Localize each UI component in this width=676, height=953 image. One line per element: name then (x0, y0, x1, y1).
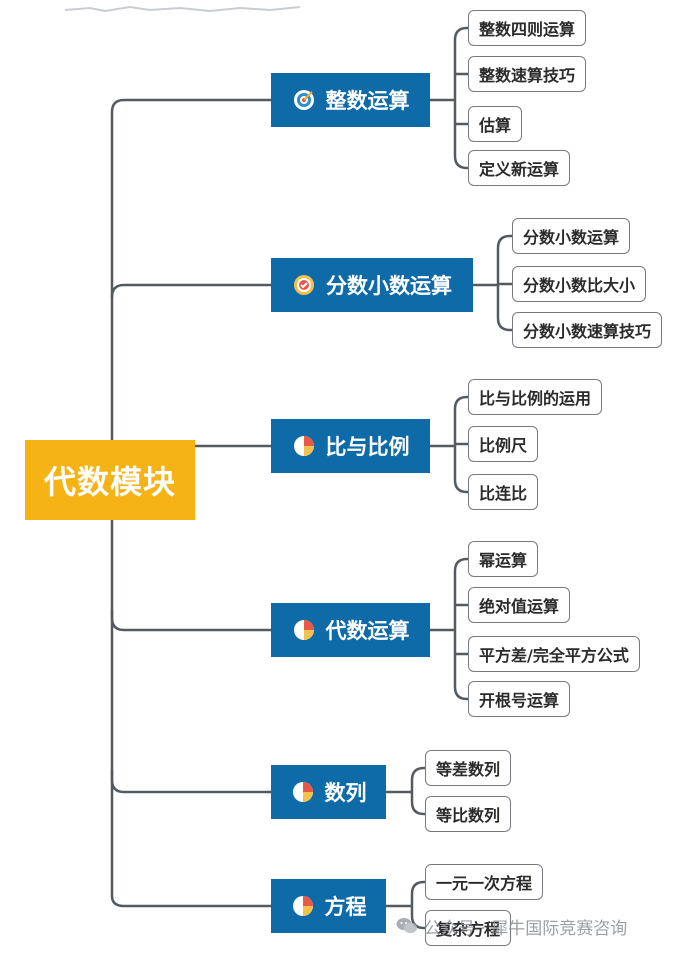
branch-fraction-decimal: 分数小数运算 (271, 258, 473, 312)
branch-label: 方程 (324, 895, 367, 919)
leaf-node: 比与比例的运用 (468, 379, 603, 415)
connector-branch4-children (428, 557, 470, 701)
leaf-node: 比例尺 (468, 426, 539, 462)
leaf-label: 整数四则运算 (479, 20, 576, 39)
leaf-label: 一元一次方程 (436, 874, 533, 893)
branch-ratio-proportion: 比与比例 (271, 419, 430, 473)
branch-label: 代数运算 (325, 619, 410, 643)
connector-root-branch-2 (110, 283, 274, 299)
leaf-node: 定义新运算 (468, 150, 571, 186)
branch-label: 数列 (324, 781, 367, 805)
leaf-label: 整数速算技巧 (479, 66, 576, 85)
pie-chart-icon (292, 434, 316, 458)
leaf-node: 一元一次方程 (425, 864, 544, 900)
leaf-label: 分数小数运算 (523, 228, 620, 247)
pie-chart-icon (292, 618, 316, 642)
branch-equations: 方程 (271, 879, 386, 933)
leaf-node: 比连比 (468, 474, 539, 510)
leaf-node: 复杂方程 (425, 910, 512, 946)
connector-root-branch-6 (110, 768, 274, 908)
leaf-node: 整数四则运算 (468, 10, 587, 46)
leaf-label: 比连比 (479, 484, 528, 503)
leaf-label: 估算 (479, 116, 512, 135)
connector-branch2-children (470, 234, 514, 332)
leaf-node: 绝对值运算 (468, 587, 571, 623)
leaf-label: 定义新运算 (479, 160, 560, 179)
pie-chart-icon (291, 780, 315, 804)
leaf-label: 开根号运算 (479, 691, 560, 710)
connector-root-trunk (110, 98, 274, 442)
connector-branch3-children (428, 395, 470, 494)
watermark: 公众号 · 犀牛国际竞赛咨询 (396, 912, 627, 940)
leaf-node: 估算 (468, 106, 523, 142)
leaf-node: 等比数列 (425, 796, 512, 832)
watermark-text: 公众号 · 犀牛国际竞赛咨询 (424, 918, 628, 939)
branch-algebraic-operations: 代数运算 (271, 603, 430, 657)
leaf-node: 分数小数运算 (512, 218, 631, 254)
leaf-node: 开根号运算 (468, 681, 571, 717)
root-node: 代数模块 (25, 440, 195, 520)
leaf-label: 等比数列 (436, 806, 501, 825)
pie-chart-icon (291, 894, 315, 918)
medal-icon (292, 273, 316, 297)
leaf-node: 平方差/完全平方公式 (468, 636, 640, 672)
top-scribble-decoration (64, 5, 301, 13)
wechat-icon (396, 917, 418, 935)
leaf-label: 等差数列 (436, 760, 501, 779)
leaf-label: 比与比例的运用 (479, 389, 592, 408)
leaf-node: 分数小数速算技巧 (512, 312, 663, 348)
branch-integer-operations: 整数运算 (271, 73, 430, 127)
leaf-label: 平方差/完全平方公式 (479, 646, 629, 665)
target-icon (292, 88, 316, 112)
leaf-label: 比例尺 (479, 436, 528, 455)
branch-sequences: 数列 (271, 765, 386, 819)
leaf-node: 幂运算 (468, 541, 539, 577)
leaf-label: 分数小数速算技巧 (523, 322, 652, 341)
leaf-label: 绝对值运算 (479, 597, 560, 616)
connector-branch6-children (384, 880, 427, 930)
leaf-label: 幂运算 (479, 551, 528, 570)
leaf-node: 分数小数比大小 (512, 266, 647, 302)
leaf-node: 整数速算技巧 (468, 56, 587, 92)
root-label: 代数模块 (43, 463, 176, 501)
connector-branch1-children (428, 26, 470, 170)
connector-root-branch-4 (110, 518, 274, 632)
leaf-node: 等差数列 (425, 750, 512, 786)
connector-root-branch-5 (110, 608, 274, 794)
connector-branch5-children (384, 766, 427, 816)
leaf-label: 复杂方程 (436, 920, 501, 939)
branch-label: 分数小数运算 (326, 274, 452, 298)
branch-label: 比与比例 (325, 435, 410, 459)
branch-label: 整数运算 (325, 89, 410, 113)
leaf-label: 分数小数比大小 (523, 276, 636, 295)
